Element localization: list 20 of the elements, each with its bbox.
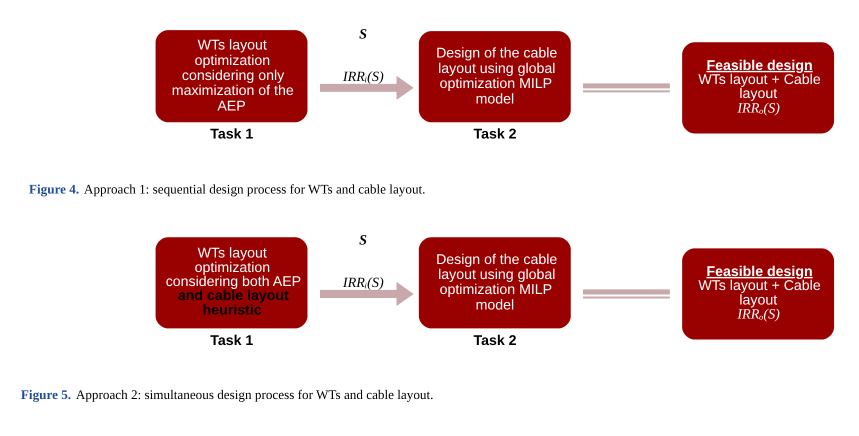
connector — [583, 82, 670, 92]
label: Figure 5. Approach 2: simultaneous design process for WTs and cable layout. — [20, 386, 434, 402]
node-label: Task 2 — [474, 332, 517, 348]
arrow — [320, 75, 414, 100]
node-box: WTs layout optimization considering both AEP and cable layout heuristic — [156, 236, 308, 328]
node-box: Design of the cable layout using global optimization MILP model — [418, 30, 571, 122]
node-label: Task 1 — [210, 126, 254, 142]
node-box: Design of the cable layout using global optimization MILP model — [418, 236, 571, 328]
label: Figure 4. Approach 1: sequential design process for WTs and cable layout. — [29, 181, 426, 196]
node-box: Feasible design WTs layout + Cable layout IRRₒ(S) — [682, 42, 834, 133]
arrow — [320, 281, 414, 306]
label: IRRᵢ(S) — [342, 68, 384, 84]
node-box: WTs layout optimization considering only maximization of the AEP — [156, 30, 308, 122]
label: IRRᵢ(S) — [342, 274, 384, 291]
edge-label: S — [359, 26, 367, 42]
node-label: Task 2 — [474, 126, 517, 142]
node-box: Feasible design WTs layout + Cable layout IRRₒ(S) — [682, 248, 834, 339]
connector — [583, 288, 670, 298]
node-label: Task 1 — [210, 332, 254, 348]
edge-label: S — [359, 232, 367, 248]
